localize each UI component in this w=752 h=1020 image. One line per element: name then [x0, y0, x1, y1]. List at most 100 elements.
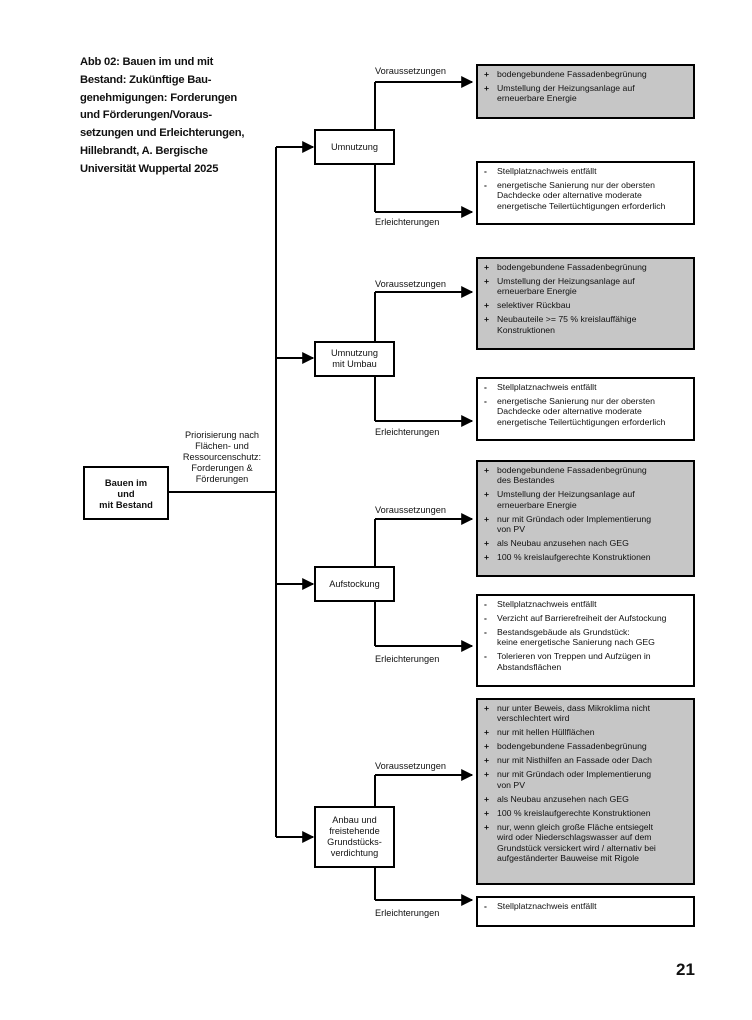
- relief-box-umnutzung-mit-umbau: -Stellplatznachweis entfällt -energetisc…: [476, 377, 695, 441]
- branch-node-label: Umnutzung mit Umbau: [331, 348, 378, 369]
- plus-mark: +: [484, 741, 490, 752]
- list-item: + selektiver Rückbau: [484, 300, 687, 310]
- item-text: Bestandsgebäude als Grundstück: keine en…: [497, 627, 655, 648]
- item-text: 100 % kreislaufgerechte Konstruktionen: [497, 552, 651, 563]
- list-item: +bodengebundene Fassadenbegrünung des Be…: [484, 465, 687, 486]
- branch-node-umnutzung-mit-umbau: Umnutzung mit Umbau: [314, 341, 395, 377]
- list-item: +nur mit Gründach oder Implementierung v…: [484, 514, 687, 535]
- edge-label-requirements: Voraussetzungen: [375, 279, 447, 289]
- minus-mark: -: [484, 382, 487, 392]
- requirements-box-umnutzung: + bodengebundene Fassadenbegrünung + Umste…: [476, 64, 695, 119]
- caption-line: Universität Wuppertal 2025: [80, 162, 219, 175]
- list-item: +Umstellung der Heizungsanlage auf erneu…: [484, 489, 687, 510]
- edge-label-relief: Erleichterungen: [375, 427, 440, 437]
- item-text: Stellplatznachweis entfällt: [497, 382, 597, 392]
- requirements-box-umnutzung-mit-umbau: + bodengebundene Fassadenbegrünung + Umste…: [476, 257, 695, 350]
- caption-line: und Förderungen/Voraus-: [80, 109, 212, 122]
- minus-mark: -: [484, 627, 487, 637]
- item-text: als Neubau anzusehen nach GEG: [497, 538, 629, 549]
- item-text: bodengebundene Fassadenbegrünung: [497, 69, 647, 79]
- figure-caption: Abb 02: Bauen im und mit Bestand: Zukünf…: [80, 54, 270, 179]
- list-item: -Stellplatznachweis entfällt: [484, 166, 687, 176]
- item-text: Stellplatznachweis entfällt: [497, 599, 597, 609]
- plus-mark: +: [484, 769, 490, 780]
- edge-label-requirements: Voraussetzungen: [375, 66, 447, 76]
- item-text: Umstellung der Heizungsanlage auf erneue…: [497, 276, 635, 297]
- plus-mark: +: [484, 552, 490, 563]
- minus-mark: -: [484, 599, 487, 609]
- branch-node-label: Umnutzung: [331, 141, 378, 152]
- list-item: +nur unter Beweis, dass Mikroklima nicht…: [484, 703, 687, 724]
- prioritization-label: Priorisierung nach Flächen- und Ressourc…: [182, 430, 262, 484]
- requirements-box-anbau: + nur unter Beweis, dass Mikroklima nicht…: [476, 698, 695, 885]
- item-text: selektiver Rückbau: [497, 300, 571, 311]
- edge-label-requirements: Voraussetzungen: [375, 505, 447, 515]
- plus-mark: +: [484, 821, 490, 832]
- caption-line: setzungen und Erleichterungen,: [80, 127, 245, 140]
- item-text: Neubauteile >= 75 % kreislauffähige Kons…: [497, 314, 637, 335]
- item-text: Stellplatznachweis entfällt: [497, 166, 597, 176]
- item-text: Stellplatznachweis entfällt: [497, 901, 597, 911]
- plus-mark: +: [484, 314, 490, 325]
- edge-label-relief: Erleichterungen: [375, 217, 440, 227]
- caption-line: Abb 02: Bauen im und mit: [80, 56, 214, 68]
- plus-mark: +: [484, 727, 490, 738]
- item-text: bodengebundene Fassadenbegrünung: [497, 262, 647, 272]
- plus-mark: +: [484, 83, 490, 93]
- list-item: + bodengebundene Fassadenbegrünung: [484, 69, 687, 79]
- plus-mark: +: [484, 262, 490, 272]
- item-text: Verzicht auf Barrierefreiheit der Aufsto…: [497, 613, 667, 623]
- item-text: Umstellung der Heizungsanlage auf erneue…: [497, 489, 635, 510]
- caption-line: genehmigungen: Forderungen: [80, 91, 238, 104]
- plus-mark: +: [484, 69, 490, 79]
- item-text: Umstellung der Heizungsanlage auf erneue…: [497, 83, 635, 104]
- branch-node-label: Aufstockung: [329, 578, 380, 589]
- branch-node-umnutzung: Umnutzung: [314, 129, 395, 165]
- page-number: 21: [676, 960, 695, 979]
- edge-label-relief: Erleichterungen: [375, 908, 440, 918]
- plus-mark: +: [484, 793, 490, 804]
- item-text: bodengebundene Fassadenbegrünung des Bes…: [497, 465, 647, 486]
- item-text: bodengebundene Fassadenbegrünung: [497, 741, 647, 752]
- list-item: + bodengebundene Fassadenbegrünung: [484, 741, 687, 751]
- minus-mark: -: [484, 613, 487, 623]
- plus-mark: +: [484, 807, 490, 818]
- plus-mark: +: [484, 300, 490, 311]
- list-item: +nur mit Gründach oder Implementierung v…: [484, 769, 687, 790]
- list-item: +als Neubau anzusehen nach GEG: [484, 794, 687, 804]
- list-item: + Umstellung der Heizungsanlage auf erneu…: [484, 276, 687, 297]
- root-node-label: Bauen im und mit Bestand: [99, 476, 153, 510]
- plus-mark: +: [484, 276, 490, 286]
- item-text: nur unter Beweis, dass Mikroklima nicht …: [497, 703, 651, 724]
- list-item: -Stellplatznachweis entfällt: [484, 901, 687, 911]
- plus-mark: +: [484, 513, 490, 524]
- list-item: -Stellplatznachweis entfällt: [484, 382, 687, 392]
- item-text: energetische Sanierung nur der obersten …: [497, 180, 666, 211]
- minus-mark: -: [484, 901, 487, 911]
- plus-mark: +: [484, 538, 490, 549]
- root-node: Bauen im und mit Bestand: [83, 466, 169, 520]
- item-text: nur, wenn gleich große Fläche entsiegelt…: [497, 821, 656, 864]
- caption-line: Bestand: Zukünftige Bau-: [80, 73, 212, 86]
- list-item: -Verzicht auf Barrierefreiheit der Aufst…: [484, 613, 687, 623]
- item-text: nur mit hellen Hüllflächen: [497, 727, 595, 738]
- edge-label-relief: Erleichterungen: [375, 654, 440, 664]
- list-item: -Bestandsgebäude als Grundstück: keine e…: [484, 627, 687, 648]
- item-text: Tolerieren von Treppen und Aufzügen in A…: [497, 651, 651, 672]
- list-item: -Stellplatznachweis entfällt: [484, 599, 687, 609]
- minus-mark: -: [484, 396, 487, 406]
- list-item: + Neubauteile >= 75 % kreislauffähige Kon…: [484, 314, 687, 335]
- item-text: nur mit Nisthilfen an Fassade oder Dach: [497, 755, 653, 766]
- list-item: +100 % kreislaufgerechte Konstruktionen: [484, 552, 687, 562]
- list-item: + Umstellung der Heizungsanlage auf erneu…: [484, 83, 687, 104]
- relief-box-umnutzung: -Stellplatznachweis entfällt -energetisc…: [476, 161, 695, 225]
- plus-mark: +: [484, 755, 490, 766]
- branch-node-label: Anbau und freistehende Grundstücks- verd…: [327, 815, 382, 858]
- list-item: + als Neubau anzusehen nach GEG: [484, 538, 687, 548]
- minus-mark: -: [484, 180, 487, 190]
- list-item: + bodengebundene Fassadenbegrünung: [484, 262, 687, 272]
- list-item: -energetische Sanierung nur der obersten…: [484, 180, 687, 211]
- branch-node-anbau: Anbau und freistehende Grundstücks- verd…: [314, 806, 395, 868]
- list-item: -energetische Sanierung nur der obersten…: [484, 396, 687, 427]
